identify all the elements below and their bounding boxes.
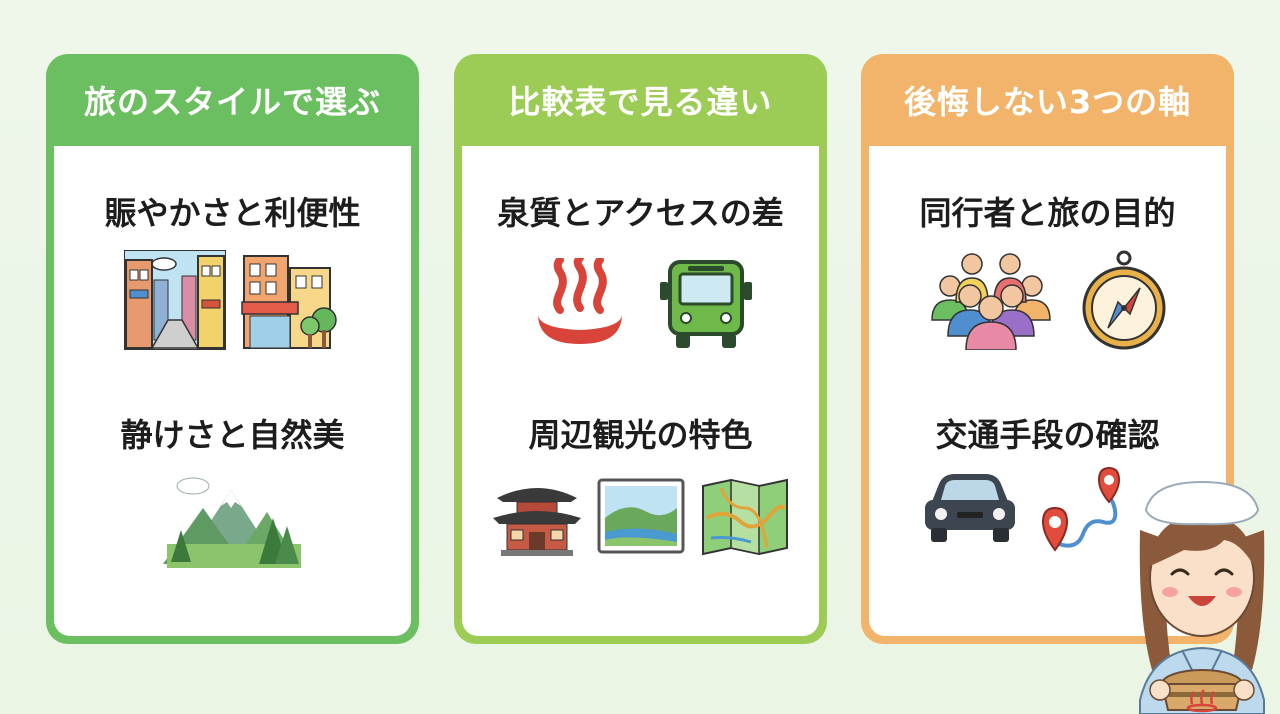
section-title: 交通手段の確認 (935, 416, 1160, 454)
icon-row (869, 250, 1226, 354)
section-title: 泉質とアクセスの差 (497, 194, 784, 232)
card-header: 後悔しない3つの軸 (903, 83, 1192, 121)
section-title: 静けさと自然美 (120, 416, 345, 454)
group-people-icon (930, 253, 1051, 350)
icon-row (462, 478, 819, 558)
card-body: 泉質とアクセスの差 周辺観光の特色 (462, 146, 819, 636)
icon-row (54, 250, 411, 350)
car-icon (925, 474, 1015, 542)
temple-icon (492, 488, 581, 556)
section-title: 賑やかさと利便性 (104, 194, 361, 232)
section-title: 同行者と旅の目的 (919, 194, 1176, 232)
compass-icon (1082, 250, 1165, 350)
bus-icon (659, 260, 752, 348)
icon-row (869, 464, 1226, 556)
shops-building-icon (240, 255, 337, 349)
landscape-photo-icon (597, 478, 684, 554)
mountain-forest-icon (162, 477, 301, 568)
card-travel-style: 旅のスタイルで選ぶ 賑やかさと利便性 (46, 54, 419, 644)
icon-row (54, 468, 411, 572)
hot-spring-icon (537, 258, 622, 344)
map-icon (701, 478, 788, 556)
city-street-icon (123, 250, 226, 350)
card-body: 賑やかさと利便性 (54, 146, 411, 636)
mascot-character (1139, 480, 1265, 714)
icon-row (462, 258, 819, 350)
card-comparison: 比較表で見る違い 泉質とアクセスの差 周辺観光の特色 (454, 54, 827, 644)
card-header: 比較表で見る違い (508, 83, 773, 121)
route-pin-icon (1041, 466, 1121, 552)
section-title: 周辺観光の特色 (528, 416, 753, 454)
card-header: 旅のスタイルで選ぶ (83, 83, 381, 121)
